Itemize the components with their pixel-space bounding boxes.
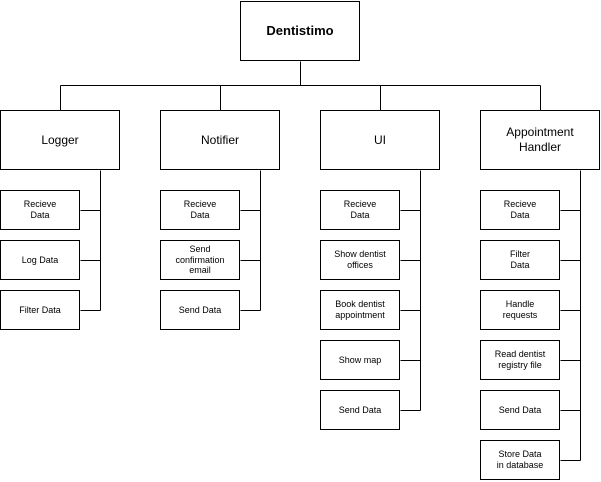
task-node-appointment-handler-handle-requests: Handle requests — [480, 290, 560, 330]
task-node-appointment-handler-read-dentist-registry-file: Read dentist registry file — [480, 340, 560, 380]
task-node-ui-recieve-data: Recieve Data — [320, 190, 400, 230]
task-node-notifier-recieve-data: Recieve Data — [160, 190, 240, 230]
module-node-appointment-handler: Appointment Handler — [480, 110, 600, 170]
task-node-ui-send-data: Send Data — [320, 390, 400, 430]
task-node-appointment-handler-store-data-in-database: Store Data in database — [480, 440, 560, 480]
task-node-ui-show-dentist-offices: Show dentist offices — [320, 240, 400, 280]
task-node-ui-book-dentist-appointment: Book dentist appointment — [320, 290, 400, 330]
task-node-logger-recieve-data: Recieve Data — [0, 190, 80, 230]
task-node-appointment-handler-filter-data: Filter Data — [480, 240, 560, 280]
task-node-appointment-handler-recieve-data: Recieve Data — [480, 190, 560, 230]
module-node-ui: UI — [320, 110, 440, 170]
task-node-appointment-handler-send-data: Send Data — [480, 390, 560, 430]
task-node-ui-show-map: Show map — [320, 340, 400, 380]
task-node-notifier-send-data: Send Data — [160, 290, 240, 330]
module-node-notifier: Notifier — [160, 110, 280, 170]
task-node-notifier-send-confirmation-email: Send confirmation email — [160, 240, 240, 280]
task-node-logger-filter-data: Filter Data — [0, 290, 80, 330]
module-node-logger: Logger — [0, 110, 120, 170]
task-node-logger-log-data: Log Data — [0, 240, 80, 280]
root-node-dentistimo: Dentistimo — [240, 1, 360, 61]
